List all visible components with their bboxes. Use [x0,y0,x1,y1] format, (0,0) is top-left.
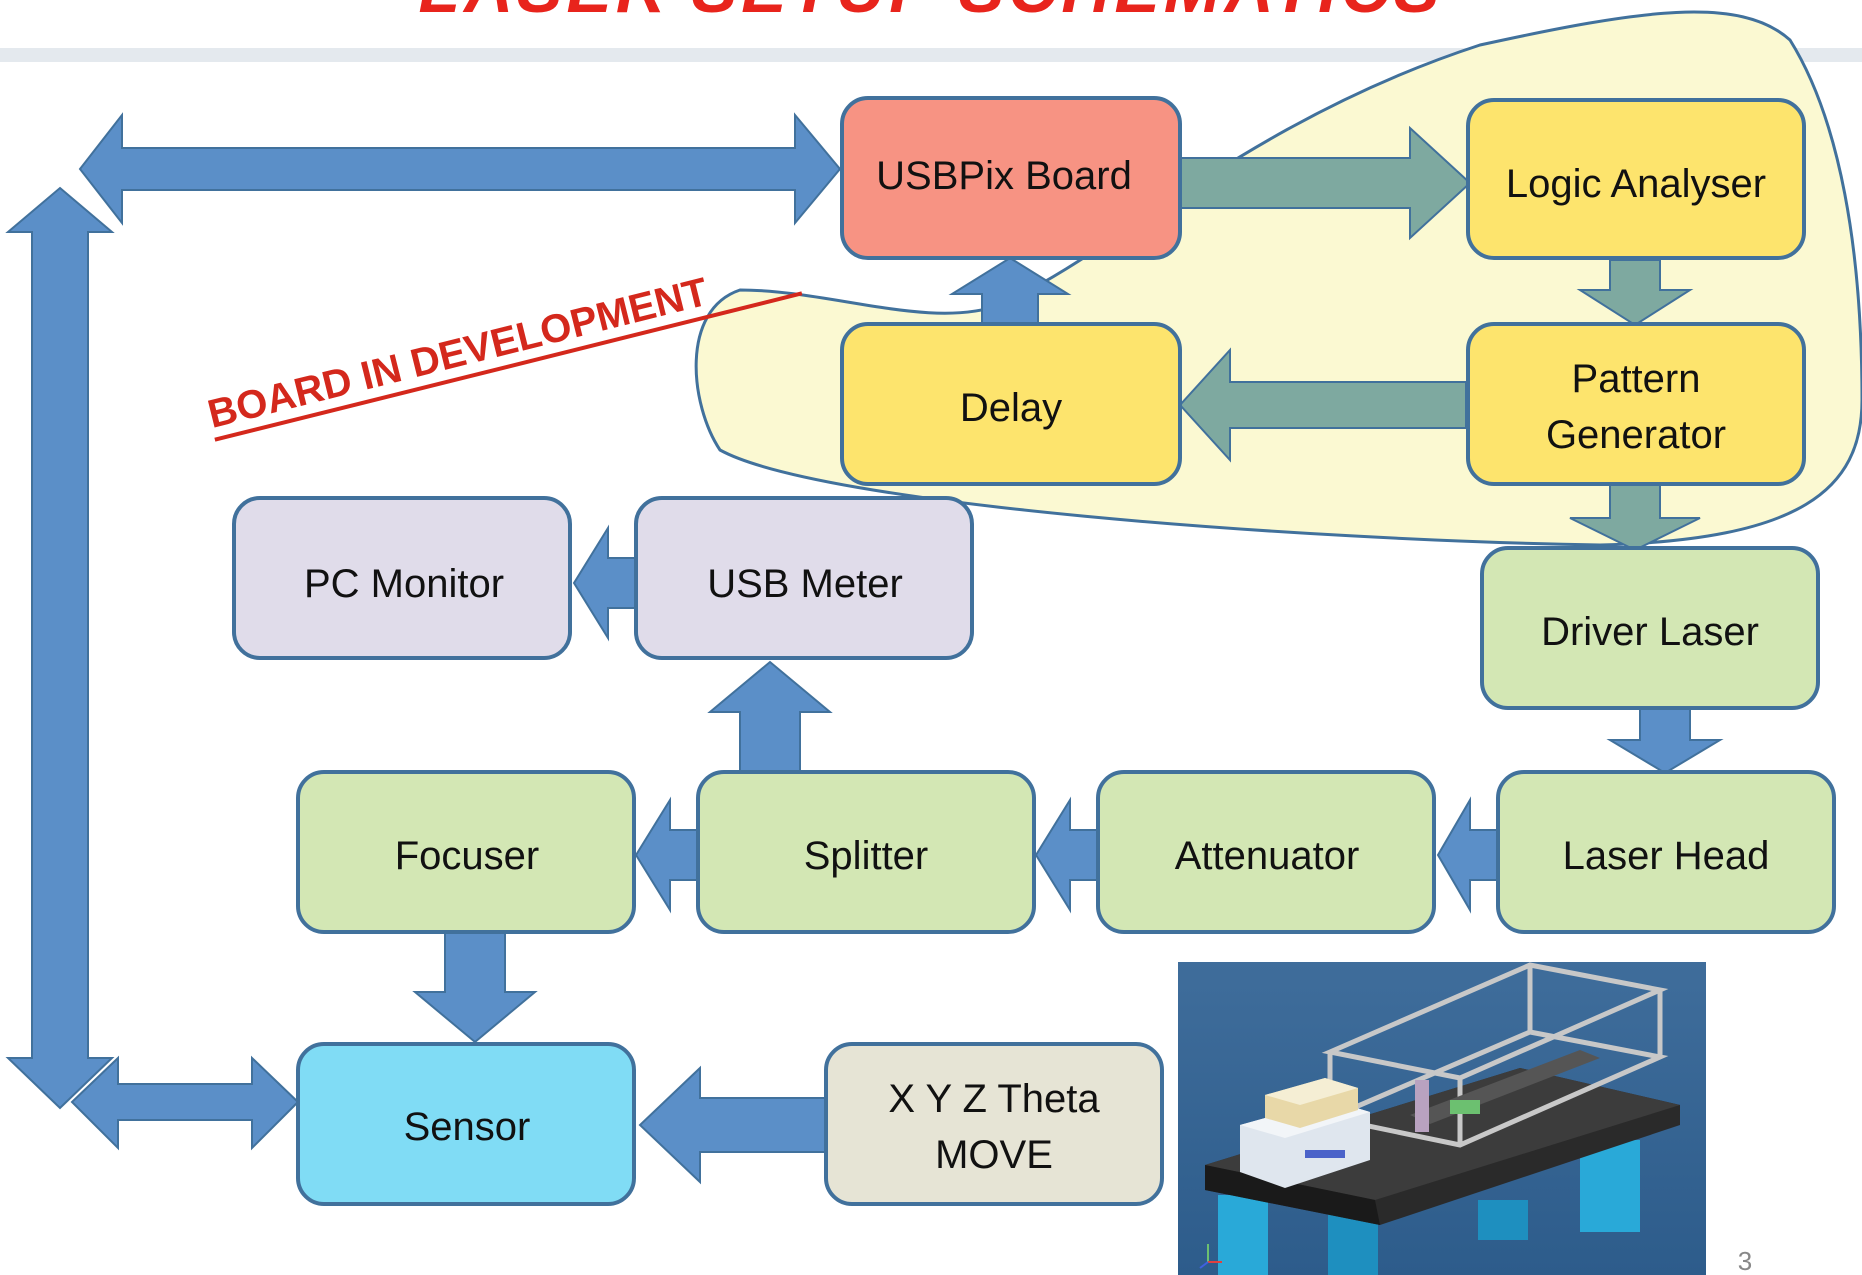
node-pc-monitor: PC Monitor [232,496,572,660]
arrow-usbmeter-to-pcmonitor [572,524,639,642]
node-sensor: Sensor [296,1042,636,1206]
node-label: Laser Head [1563,834,1770,878]
arrow-xyz-to-sensor [638,1065,827,1185]
node-label: USB Meter [707,562,903,606]
arrow-driver-to-laserhead [1606,707,1724,775]
node-label: Splitter [804,834,929,878]
arrow-sensor-bidirectional [70,1055,300,1151]
node-label: Generator [1546,413,1726,457]
arrow-logic-to-pattern [1576,259,1694,327]
node-label: MOVE [935,1133,1053,1177]
node-logic-analyser: Logic Analyser [1466,98,1806,260]
node-label: USBPix Board [876,154,1132,198]
annotation-underline [214,291,803,442]
arrow-splitter-to-usbmeter [707,660,833,775]
optical-bench-render-image [1178,962,1706,1275]
node-label: X Y Z Theta [888,1077,1100,1121]
node-driver-laser: Driver Laser [1480,546,1820,710]
arrow-pattern-to-delay [1178,347,1467,463]
arrow-pattern-to-driver [1569,481,1701,552]
arrow-usbpix-to-logic [1177,125,1472,241]
title-divider [0,48,1862,62]
node-label: Attenuator [1175,834,1360,878]
arrow-left-vertical [5,186,115,1110]
node-label: Delay [960,386,1062,430]
node-focuser: Focuser [296,770,636,934]
arrow-splitter-to-focuser [634,796,701,914]
node-xyz-move: X Y Z Theta MOVE [824,1042,1164,1206]
node-label: Driver Laser [1541,610,1759,654]
node-splitter: Splitter [696,770,1036,934]
arrow-focuser-to-sensor [412,931,538,1044]
page-number: 3 [1738,1246,1752,1275]
arrow-usbpix-bidirectional [78,112,842,226]
node-label: Pattern [1572,357,1701,401]
node-usbpix-board: USBPix Board [840,96,1182,260]
node-laser-head: Laser Head [1496,770,1836,934]
arrow-delay-to-usbpix [948,256,1072,325]
node-delay: Delay [840,322,1182,486]
node-label: PC Monitor [304,562,504,606]
slide-title: LASER SETUP SCHEMATICS [419,0,1444,27]
node-attenuator: Attenuator [1096,770,1436,934]
annotation-text: BOARD IN DEVELOPMENT [203,270,712,437]
node-label: Logic Analyser [1506,162,1766,206]
node-label: Sensor [404,1105,531,1149]
arrow-attenuator-to-splitter [1034,796,1101,914]
node-label: Focuser [395,834,540,878]
arrow-laserhead-to-attenuator [1436,796,1501,914]
node-usb-meter: USB Meter [634,496,974,660]
node-pattern-generator: Pattern Generator [1466,322,1806,486]
